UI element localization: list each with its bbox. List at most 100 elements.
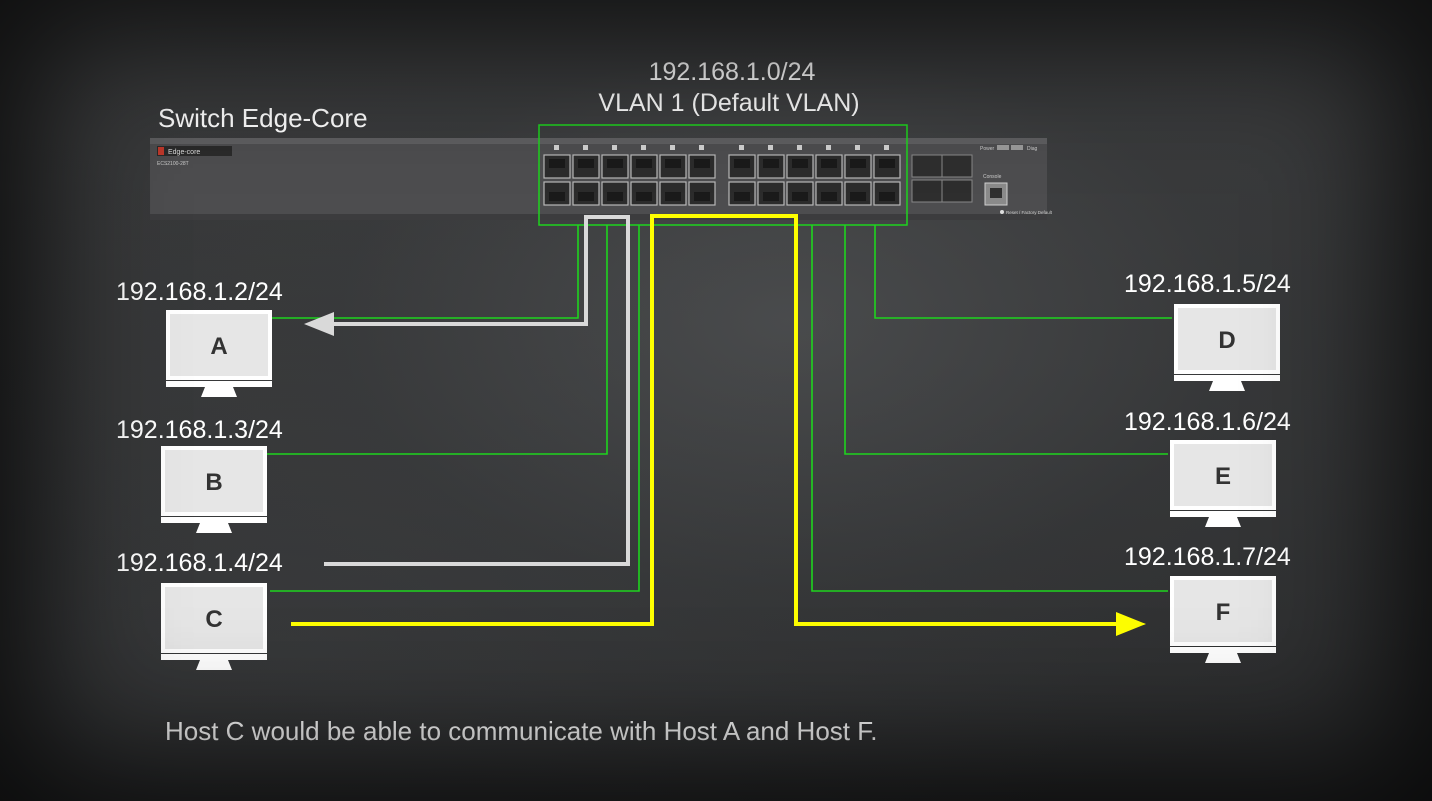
port-led (699, 145, 704, 150)
monitor-chin (1174, 375, 1280, 381)
rj45-socket (734, 159, 750, 168)
rj45-socket (578, 192, 594, 201)
port-led (884, 145, 889, 150)
rj45-socket (821, 159, 837, 168)
monitor-stand (201, 387, 237, 397)
link-host-d (874, 225, 1172, 319)
power-led (997, 145, 1009, 150)
arrow-to-a (304, 312, 334, 336)
monitor-stand (1209, 381, 1245, 391)
host-b-ip: 192.168.1.3/24 (116, 416, 283, 444)
rj45-socket (850, 159, 866, 168)
path-c-to-f (291, 214, 1146, 636)
diag-led (1011, 145, 1023, 150)
vlan-label: VLAN 1 (Default VLAN) (598, 89, 860, 117)
rj45-socket (578, 159, 594, 168)
port-led (739, 145, 744, 150)
sfp-port (941, 179, 973, 203)
ethernet-ports (543, 145, 901, 206)
host-c-monitor: C (161, 583, 267, 670)
arrow-to-f (1116, 612, 1146, 636)
monitor-screen (165, 450, 263, 512)
host-d-label: D (1218, 327, 1235, 354)
host-a-ip: 192.168.1.2/24 (116, 278, 283, 306)
monitor-chin (161, 654, 267, 660)
port-led (554, 145, 559, 150)
rj45-socket (694, 192, 710, 201)
rj45-socket (694, 159, 710, 168)
monitor-stand (196, 523, 232, 533)
monitor-chin (1170, 511, 1276, 517)
host-a-label: A (210, 333, 227, 360)
host-e-monitor: E (1170, 440, 1276, 527)
monitor-chin (1170, 647, 1276, 653)
reset-label: Reset / Factory Default (1006, 210, 1053, 215)
monitor-stand (1205, 517, 1241, 527)
link-host-b (266, 225, 608, 455)
monitor-screen (165, 587, 263, 649)
rj45-socket (665, 192, 681, 201)
power-led-label: Power (980, 146, 995, 152)
host-c-label: C (205, 606, 222, 633)
monitor-screen (1174, 444, 1272, 506)
diag-led-label: Diag (1027, 146, 1038, 152)
port-led (670, 145, 675, 150)
rj45-socket (792, 159, 808, 168)
rj45-socket (821, 192, 837, 201)
port-led (583, 145, 588, 150)
switch-chassis: Edge-core ECS2100-28T Power Diag Console… (150, 138, 1053, 220)
console-port-socket (990, 188, 1002, 198)
switch-body (150, 138, 1047, 220)
link-host-f (811, 225, 1168, 592)
rj45-socket (879, 192, 895, 201)
host-b-monitor: B (161, 446, 267, 533)
switch-title: Switch Edge-Core (158, 103, 368, 133)
path-c-to-a (304, 215, 630, 566)
host-f-ip: 192.168.1.7/24 (1124, 543, 1291, 571)
host-d-monitor: D (1174, 304, 1280, 391)
monitor-chin (166, 381, 272, 387)
monitor-chin (161, 517, 267, 523)
switch-model-text: ECS2100-28T (157, 161, 189, 167)
switch-logo (157, 146, 232, 156)
switch-brand-text: Edge-core (168, 149, 200, 156)
host-d-ip: 192.168.1.5/24 (1124, 270, 1291, 298)
port-led (641, 145, 646, 150)
switch-logo-mark (158, 147, 164, 155)
host-e-label: E (1215, 463, 1231, 490)
path-c-to-a-line (324, 215, 630, 566)
rj45-socket (850, 192, 866, 201)
rj45-socket (607, 192, 623, 201)
monitor-stand (1205, 653, 1241, 663)
console-label: Console (983, 174, 1002, 180)
rj45-socket (665, 159, 681, 168)
monitor-screen (170, 314, 268, 376)
hosts: A B C D E F (161, 304, 1280, 670)
port-led (797, 145, 802, 150)
link-host-c (270, 225, 640, 592)
host-a-monitor: A (166, 310, 272, 397)
sfp-port (911, 179, 943, 203)
host-b-label: B (205, 469, 222, 496)
monitor-screen (1174, 580, 1272, 642)
port-led (612, 145, 617, 150)
host-links (266, 225, 1172, 592)
host-f-label: F (1216, 599, 1231, 626)
monitor-stand (196, 660, 232, 670)
rj45-socket (549, 159, 565, 168)
switch-top-edge (150, 138, 1047, 144)
port-led (855, 145, 860, 150)
rj45-socket (792, 192, 808, 201)
vlan-box (538, 124, 908, 226)
rj45-socket (879, 159, 895, 168)
monitor-screen (1178, 308, 1276, 370)
reset-button (1000, 210, 1004, 214)
sfp-port (941, 154, 973, 178)
rj45-socket (636, 159, 652, 168)
rj45-socket (636, 192, 652, 201)
host-c-ip: 192.168.1.4/24 (116, 549, 283, 577)
sfp-ports (911, 154, 973, 203)
host-f-monitor: F (1170, 576, 1276, 663)
